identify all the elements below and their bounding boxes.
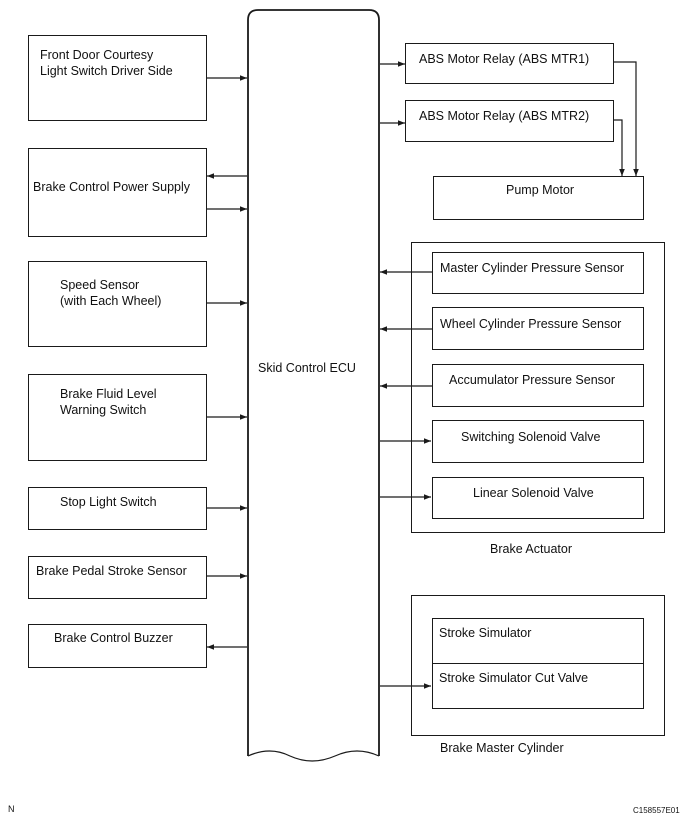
power-supply-label: Brake Control Power Supply <box>33 180 191 194</box>
power-supply-box: Brake Control Power Supply <box>28 148 207 237</box>
wheel-cylinder-pressure-sensor-label: Wheel Cylinder Pressure Sensor <box>440 317 622 331</box>
linear-solenoid-valve-label: Linear Solenoid Valve <box>473 486 594 500</box>
buzzer-box: Brake Control Buzzer <box>28 624 207 668</box>
linear-solenoid-valve-box: Linear Solenoid Valve <box>432 477 644 519</box>
arrow-relay2-pump <box>614 119 625 176</box>
switching-solenoid-valve-box: Switching Solenoid Valve <box>432 420 644 463</box>
stop-light-switch-box: Stop Light Switch <box>28 487 207 530</box>
abs-motor-relay-2-label: ABS Motor Relay (ABS MTR2) <box>419 109 590 123</box>
figure-code: C158557E01 <box>633 806 680 815</box>
fluid-level-switch-box: Brake Fluid Level Warning Switch <box>28 374 207 461</box>
pump-motor-label: Pump Motor <box>506 183 575 197</box>
wheel-cylinder-pressure-sensor-box: Wheel Cylinder Pressure Sensor <box>432 307 644 350</box>
abs-motor-relay-1-box: ABS Motor Relay (ABS MTR1) <box>405 43 614 84</box>
pedal-stroke-sensor-box: Brake Pedal Stroke Sensor <box>28 556 207 599</box>
abs-motor-relay-2-box: ABS Motor Relay (ABS MTR2) <box>405 100 614 142</box>
pedal-stroke-sensor-label: Brake Pedal Stroke Sensor <box>36 564 187 578</box>
speed-sensor-box: Speed Sensor (with Each Wheel) <box>28 261 207 347</box>
master-cylinder-pressure-sensor-label: Master Cylinder Pressure Sensor <box>440 261 625 275</box>
speed-sensor-label: Speed Sensor (with Each Wheel) <box>60 278 162 308</box>
stroke-simulator-cut-valve-label: Stroke Simulator Cut Valve <box>439 671 589 685</box>
switching-solenoid-valve-label: Switching Solenoid Valve <box>461 430 601 444</box>
stroke-simulator-cut-valve-box: Stroke Simulator Cut Valve <box>432 663 644 709</box>
fluid-level-switch-label: Brake Fluid Level Warning Switch <box>60 387 157 417</box>
arrow-relay1-pump <box>614 61 639 176</box>
brake-actuator-caption: Brake Actuator <box>490 542 572 556</box>
buzzer-label: Brake Control Buzzer <box>54 631 173 645</box>
brake-master-cylinder-frame <box>411 595 665 736</box>
ecu-break-line <box>247 750 380 762</box>
accumulator-pressure-sensor-box: Accumulator Pressure Sensor <box>432 364 644 407</box>
front-door-switch-box: Front Door Courtesy Light Switch Driver … <box>28 35 207 121</box>
abs-motor-relay-1-label: ABS Motor Relay (ABS MTR1) <box>419 52 590 66</box>
pump-motor-box: Pump Motor <box>433 176 644 220</box>
ecu-outline <box>247 9 380 756</box>
ecu-label: Skid Control ECU <box>258 361 356 375</box>
footer-left-mark: N <box>8 804 15 814</box>
front-door-switch-label: Front Door Courtesy Light Switch Driver … <box>40 48 173 78</box>
accumulator-pressure-sensor-label: Accumulator Pressure Sensor <box>449 373 616 387</box>
stroke-simulator-box: Stroke Simulator <box>432 618 644 664</box>
brake-actuator-frame <box>411 242 665 533</box>
stroke-simulator-label: Stroke Simulator <box>439 626 532 640</box>
master-cylinder-pressure-sensor-box: Master Cylinder Pressure Sensor <box>432 252 644 294</box>
stop-light-switch-label: Stop Light Switch <box>60 495 157 509</box>
brake-master-cylinder-caption: Brake Master Cylinder <box>440 741 564 755</box>
